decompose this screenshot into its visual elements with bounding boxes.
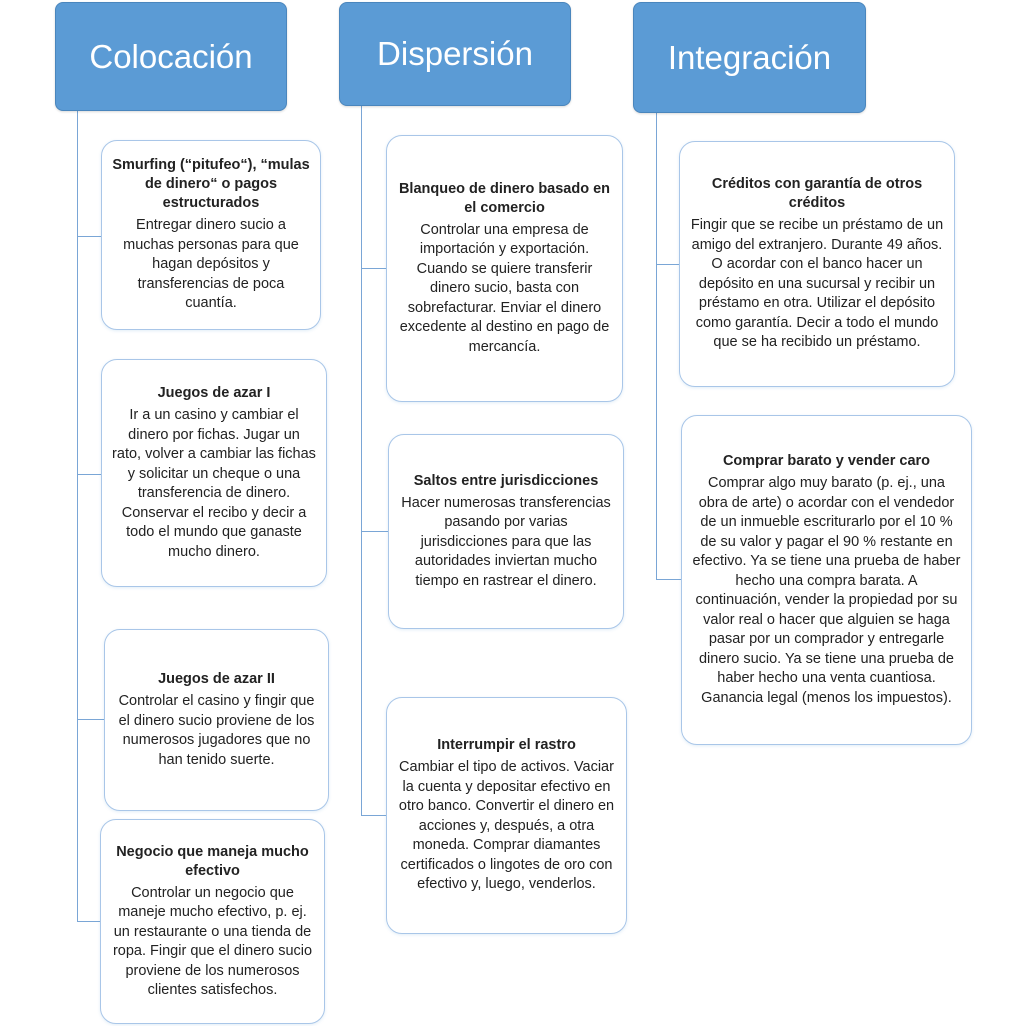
card-text: Controlar un negocio que maneje mucho ef… <box>112 884 313 999</box>
card-text: Controlar el casino y fingir que el dine… <box>118 693 315 768</box>
card-title: Juegos de azar II <box>158 671 275 687</box>
integracion-connector-branch <box>656 264 679 265</box>
header-label: Dispersión <box>377 35 533 72</box>
header-label: Colocación <box>89 37 253 75</box>
card-text: Fingir que se recibe un préstamo de un a… <box>690 217 944 351</box>
card-title: Blanqueo de dinero basado en el comercio <box>398 180 611 216</box>
integracion-connector-branch <box>656 579 681 580</box>
card-text: Cambiar el tipo de activos. Vaciar la cu… <box>398 759 615 893</box>
card-interrumpir-rastro: Interrumpir el rastro Cambiar el tipo de… <box>386 697 627 934</box>
card-title: Interrumpir el rastro <box>437 737 576 754</box>
card-smurfing: Smurfing (“pitufeo“), “mulas de dinero“ … <box>101 140 321 330</box>
card-text: Controlar una empresa de importación y e… <box>399 221 610 355</box>
card-juegos-de-azar-i: Juegos de azar I Ir a un casino y cambia… <box>101 359 327 587</box>
card-text: Hacer numerosas transferencias pasando p… <box>401 494 611 589</box>
dispersion-connector-branch <box>361 531 388 532</box>
card-title: Juegos de azar I <box>157 385 271 401</box>
card-title: Negocio que maneja mucho efectivo <box>116 843 309 879</box>
header-label: Integración <box>667 38 832 76</box>
colocacion-connector-branch <box>77 474 101 475</box>
colocacion-connector-trunk <box>77 111 78 922</box>
card-comprar-barato: Comprar barato y vender caro Comprar alg… <box>681 415 972 745</box>
header-colocacion: Colocación <box>55 2 287 111</box>
card-blanqueo-comercio: Blanqueo de dinero basado en el comercio… <box>386 135 623 402</box>
card-title: Comprar barato y vender caro <box>722 453 931 469</box>
card-title: Saltos entre jurisdicciones <box>413 472 599 489</box>
header-integracion: Integración <box>633 2 866 113</box>
card-text: Ir a un casino y cambiar el dinero por f… <box>112 407 316 560</box>
dispersion-connector-branch <box>361 815 386 816</box>
colocacion-connector-branch <box>77 719 104 720</box>
integracion-connector-trunk <box>656 113 657 580</box>
card-negocio-efectivo: Negocio que maneja mucho efectivo Contro… <box>100 819 325 1024</box>
card-juegos-de-azar-ii: Juegos de azar II Controlar el casino y … <box>104 629 329 811</box>
dispersion-connector-trunk <box>361 106 362 816</box>
card-text: Entregar dinero sucio a muchas personas … <box>123 217 299 312</box>
card-title: Smurfing (“pitufeo“), “mulas de dinero“ … <box>112 157 310 212</box>
card-title: Créditos con garantía de otros créditos <box>711 176 923 212</box>
card-saltos-jurisdicciones: Saltos entre jurisdicciones Hacer numero… <box>388 434 624 629</box>
header-dispersion: Dispersión <box>339 2 571 106</box>
dispersion-connector-branch <box>361 268 386 269</box>
card-creditos-garantia: Créditos con garantía de otros créditos … <box>679 141 955 387</box>
colocacion-connector-branch <box>77 236 101 237</box>
colocacion-connector-branch <box>77 921 100 922</box>
card-text: Comprar algo muy barato (p. ej., una obr… <box>692 475 961 706</box>
